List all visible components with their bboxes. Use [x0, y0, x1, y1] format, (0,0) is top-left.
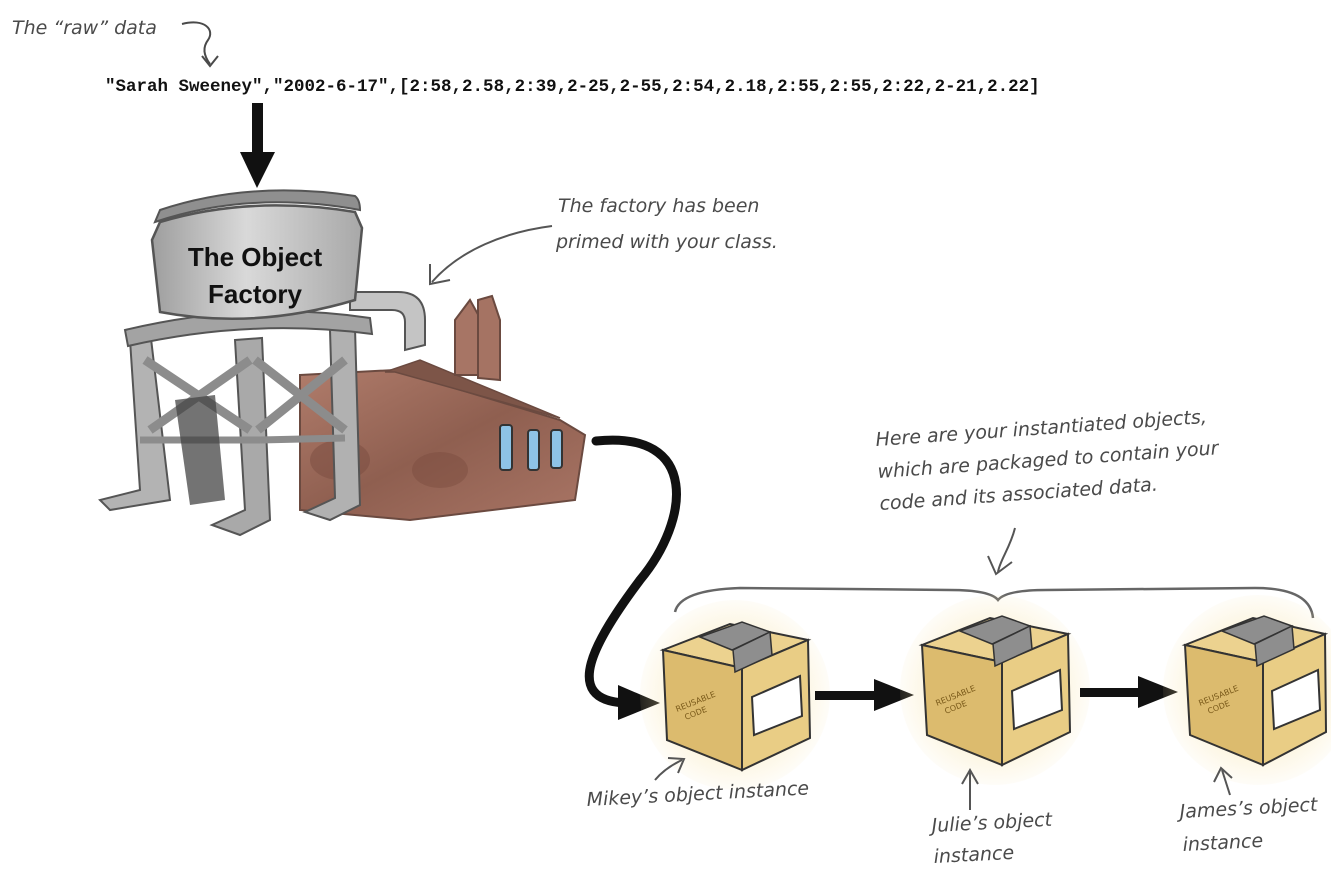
julie-label-arrowhead [961, 767, 979, 785]
primed-note-line2: primed with your class. [555, 231, 778, 253]
arrow-mikey-to-julie-head [874, 679, 914, 711]
raw-data-pointer-arrow [181, 21, 212, 65]
instantiated-note-arrow [997, 527, 1016, 573]
factory-title-line2: Factory [208, 279, 302, 309]
input-arrow-shaft [252, 103, 263, 157]
julie-instance-label-line1: Julie’s object [927, 809, 1054, 838]
instantiated-note-arrowhead [987, 555, 1013, 576]
arrow-mikey-to-julie-shaft [815, 691, 877, 700]
input-arrow-head [240, 152, 275, 188]
object-factory-illustration [98, 189, 587, 537]
arrow-julie-to-james-shaft [1080, 688, 1142, 697]
james-label-arrowhead [1213, 766, 1233, 783]
james-label-arrow [1221, 769, 1231, 796]
mikey-label-arrowhead [667, 757, 686, 774]
james-instance-label-line2: instance [1182, 830, 1264, 856]
object-box-james [1163, 595, 1331, 785]
primed-note-arrow [431, 225, 553, 283]
output-curved-arrowhead [618, 685, 660, 720]
primed-note-line1: The factory has been [558, 195, 759, 217]
raw-data-label: The “raw” data [12, 17, 157, 39]
factory-title-line1: The Object [188, 242, 323, 272]
raw-data-record: "Sarah Sweeney","2002-6-17",[2:58,2.58,2… [105, 77, 1040, 97]
mikey-label-arrow [654, 759, 683, 781]
julie-instance-label-line2: instance [933, 842, 1015, 868]
object-box-mikey [640, 600, 830, 790]
object-box-julie [900, 595, 1090, 785]
output-curved-arrow [584, 435, 681, 708]
raw-data-pointer-arrowhead [201, 55, 219, 68]
primed-note-arrowhead [429, 264, 451, 286]
mikey-instance-label: Mikey’s object instance [586, 777, 810, 811]
arrow-julie-to-james-head [1138, 676, 1178, 708]
james-instance-label-line1: James’s object [1175, 794, 1319, 823]
